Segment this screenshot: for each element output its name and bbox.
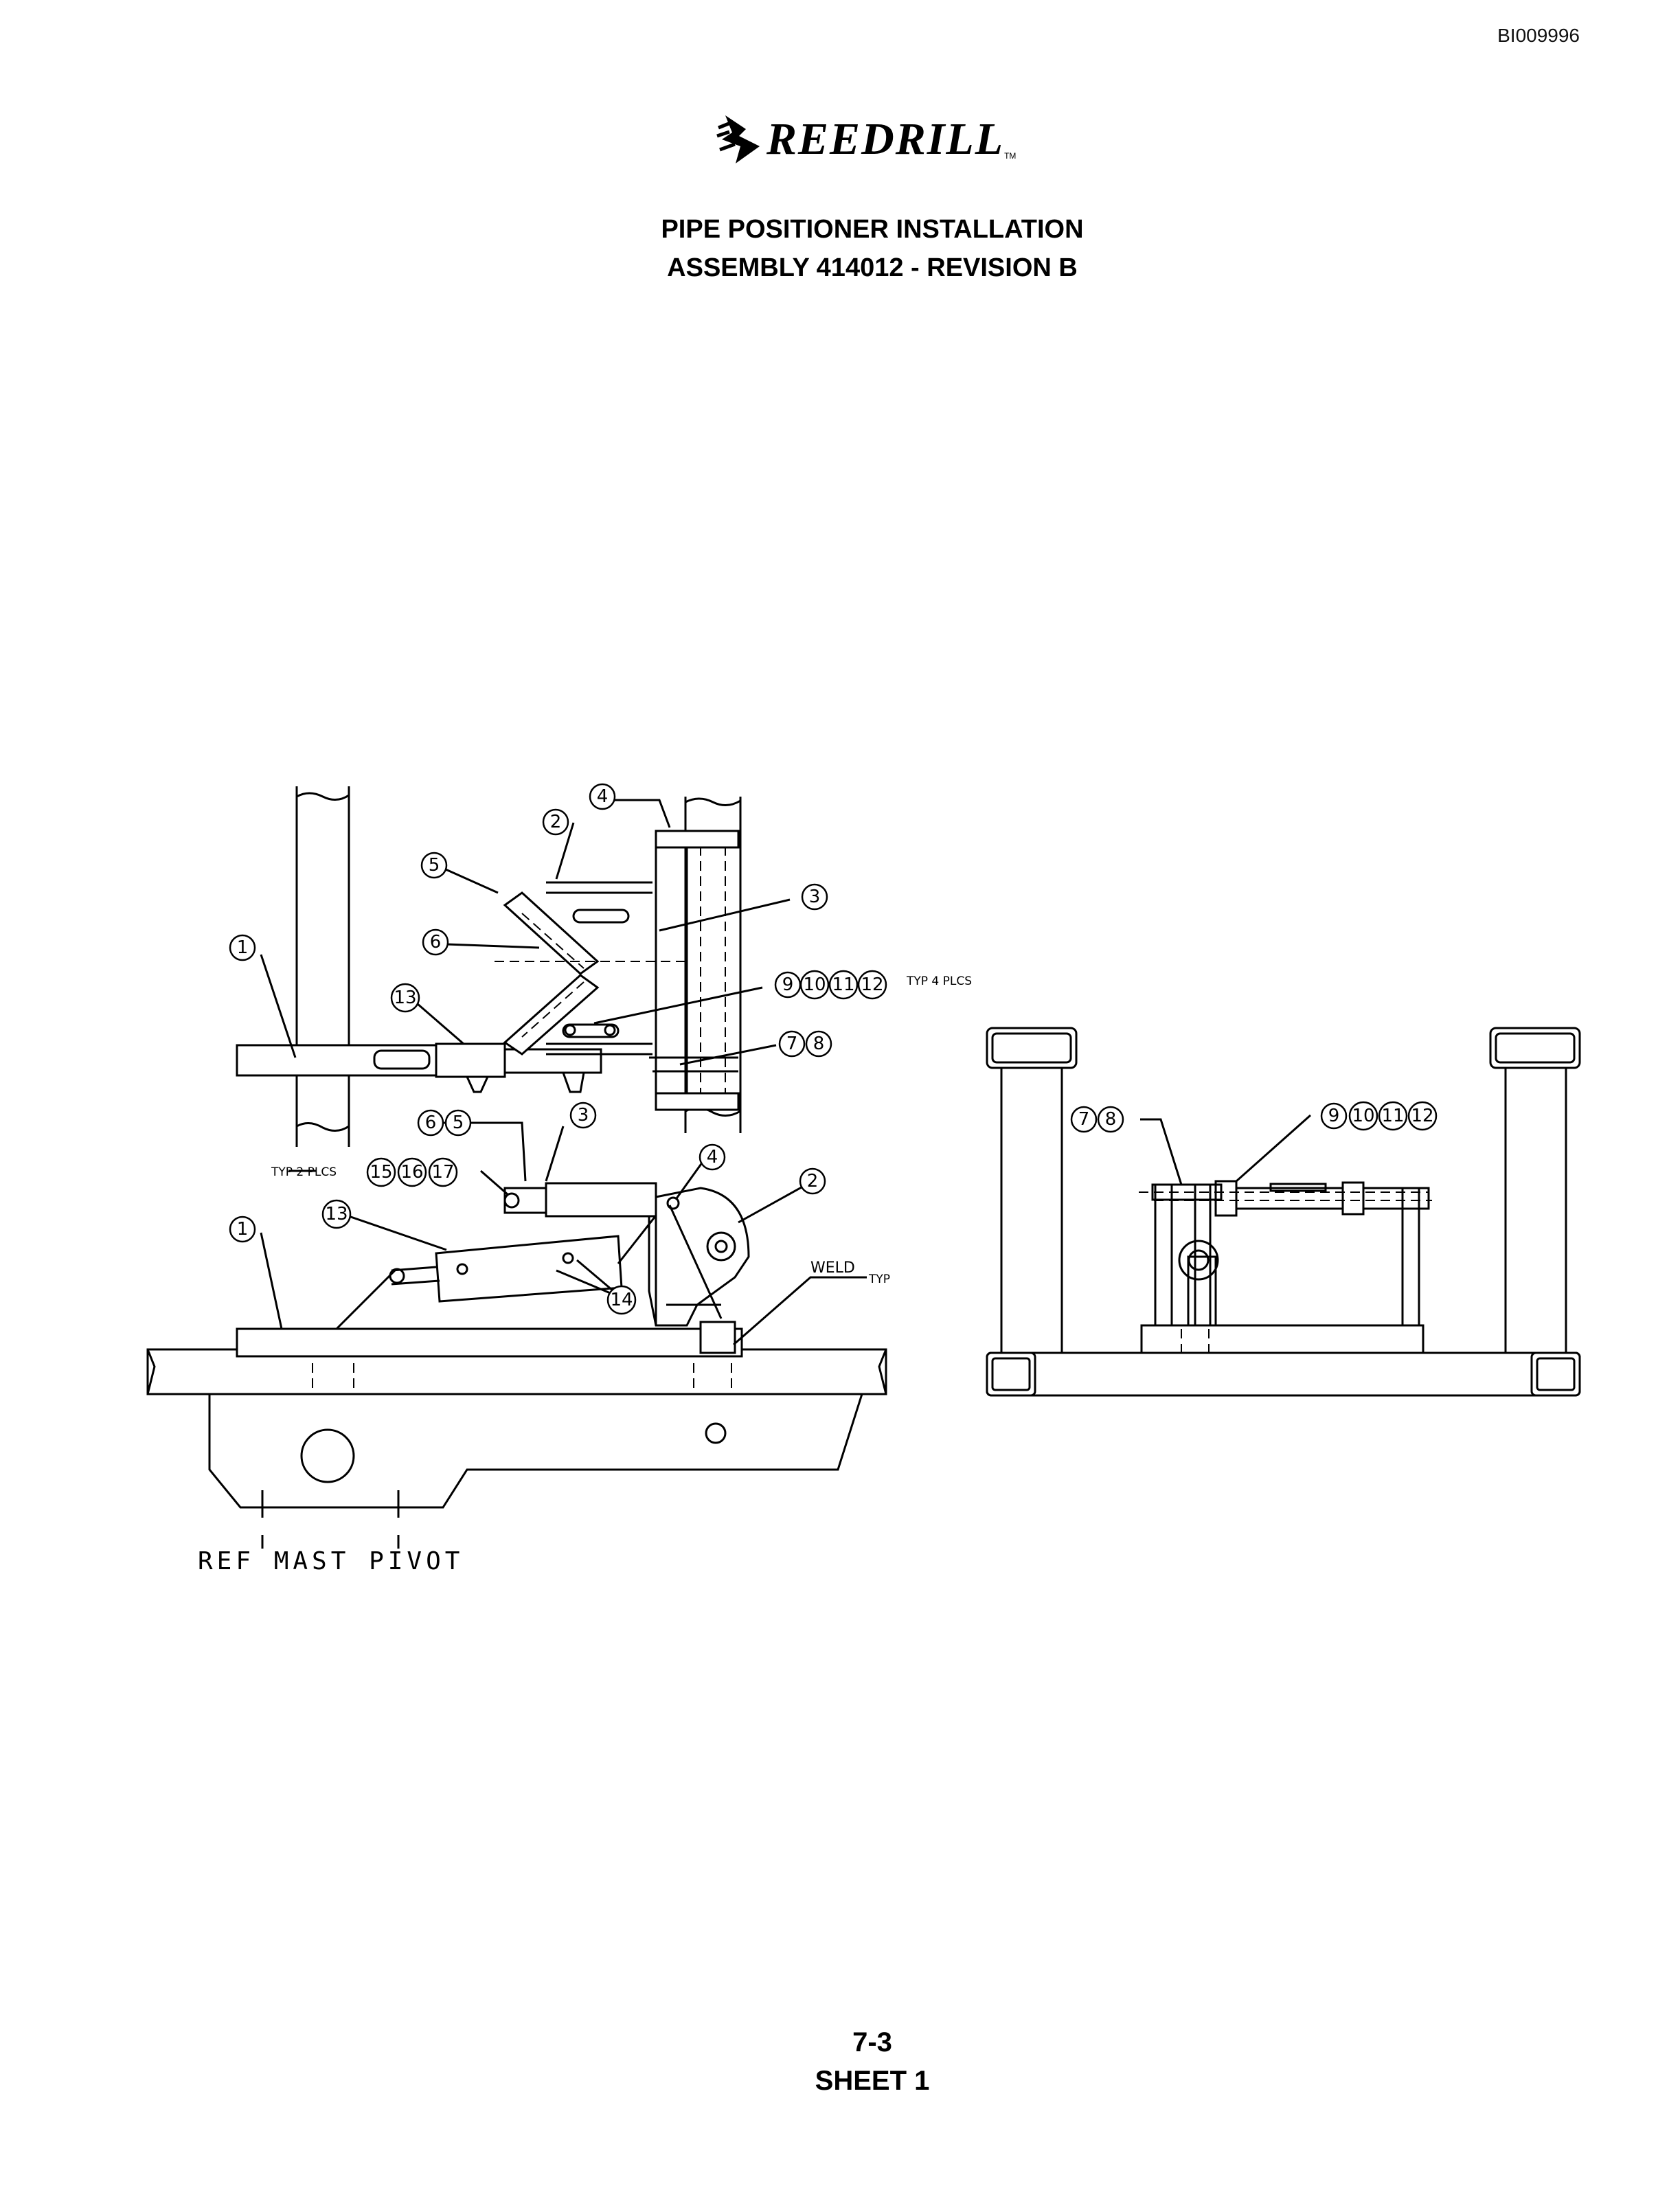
svg-text:5: 5 (429, 855, 440, 876)
svg-text:10: 10 (803, 974, 826, 995)
document-id: BI009996 (1497, 25, 1580, 46)
svg-text:10: 10 (1352, 1106, 1374, 1126)
callout-6-side: 6 (417, 1109, 444, 1137)
page-number: 7-3 (852, 2027, 892, 2057)
callout-3-side: 3 (569, 1102, 597, 1129)
svg-text:5: 5 (453, 1113, 464, 1133)
title-line-1: PIPE POSITIONER INSTALLATION (661, 215, 1084, 244)
typ-2-plcs-note: TYP 2 PLCS (271, 1165, 337, 1179)
svg-text:15: 15 (370, 1162, 392, 1183)
callout-2-top: 2 (542, 808, 569, 836)
callout-10-end: 10 (1348, 1101, 1378, 1131)
typ-4-plcs-note: TYP 4 PLCS (906, 974, 972, 988)
reedrill-logo: REEDRILL TM (712, 109, 1016, 170)
drill-bit-logo-icon (716, 115, 760, 163)
svg-text:11: 11 (1381, 1106, 1404, 1126)
svg-text:3: 3 (578, 1105, 589, 1126)
svg-text:17: 17 (431, 1162, 454, 1183)
svg-text:12: 12 (861, 974, 883, 995)
svg-text:13: 13 (394, 988, 416, 1008)
svg-text:6: 6 (425, 1113, 437, 1133)
svg-text:4: 4 (707, 1147, 718, 1167)
callout-15-side: 15 (366, 1157, 396, 1187)
svg-text:12: 12 (1411, 1106, 1433, 1126)
top-view: 1 2 4 3 5 6 13 9 10 11 12 7 8 TYP 4 PLCS (229, 783, 972, 1147)
svg-text:11: 11 (832, 974, 854, 995)
svg-text:16: 16 (400, 1162, 423, 1183)
callout-13-side: 13 (321, 1199, 352, 1229)
callout-7-top: 7 (778, 1030, 806, 1058)
sheet-number: SHEET 1 (815, 2066, 930, 2096)
callout-1-top: 1 (229, 934, 256, 961)
side-view: 1 13 6 5 3 4 2 15 16 17 14 TYP 2 PLCS WE… (146, 1102, 890, 1575)
callout-17-side: 17 (428, 1157, 458, 1187)
title-line-2: ASSEMBLY 414012 - REVISION B (667, 253, 1078, 282)
svg-text:9: 9 (782, 974, 794, 995)
svg-text:1: 1 (237, 937, 249, 958)
weld-typ-note: TYP (868, 1273, 890, 1286)
svg-text:7: 7 (1078, 1109, 1090, 1130)
callout-13-top: 13 (390, 983, 420, 1013)
callout-8-top: 8 (805, 1030, 832, 1058)
svg-text:8: 8 (1105, 1109, 1117, 1130)
svg-text:2: 2 (550, 812, 562, 832)
logo-trademark: TM (1004, 151, 1017, 161)
callout-16-side: 16 (397, 1157, 427, 1187)
callout-11-end: 11 (1378, 1101, 1408, 1131)
svg-text:2: 2 (807, 1171, 819, 1191)
callout-12-top: 12 (857, 970, 887, 1000)
svg-text:3: 3 (809, 887, 821, 907)
callout-12-end: 12 (1407, 1101, 1438, 1131)
callout-1-side: 1 (229, 1216, 256, 1243)
callout-6-top: 6 (422, 928, 449, 956)
callout-9-top: 9 (774, 971, 802, 999)
svg-text:7: 7 (786, 1034, 798, 1054)
callout-11-top: 11 (828, 970, 859, 1000)
callout-5-top: 5 (420, 852, 448, 879)
callout-2-side: 2 (799, 1167, 826, 1195)
callout-14-side: 14 (606, 1285, 637, 1315)
weld-note: WELD (810, 1259, 855, 1277)
svg-text:9: 9 (1328, 1106, 1340, 1126)
svg-text:4: 4 (597, 786, 609, 807)
end-view: 7 8 9 10 11 12 (986, 1027, 1581, 1397)
callout-9-end: 9 (1320, 1102, 1348, 1130)
page-title: PIPE POSITIONER INSTALLATION ASSEMBLY 41… (0, 210, 1680, 287)
callout-5-side: 5 (444, 1109, 472, 1137)
callout-7-end: 7 (1070, 1106, 1098, 1133)
callout-4-side: 4 (699, 1143, 726, 1171)
svg-text:6: 6 (430, 932, 442, 953)
logo-wordmark: REEDRILL (767, 114, 1005, 164)
svg-text:8: 8 (813, 1034, 825, 1054)
callout-8-end: 8 (1097, 1106, 1124, 1133)
ref-mast-pivot-note: REF MAST PIVOT (198, 1547, 464, 1575)
svg-text:13: 13 (325, 1204, 348, 1224)
svg-text:1: 1 (237, 1219, 249, 1240)
page-footer: 7-3 SHEET 1 (0, 2023, 1680, 2100)
callout-3-top: 3 (801, 883, 828, 911)
callout-4-top: 4 (589, 783, 616, 810)
callout-10-top: 10 (799, 970, 830, 1000)
svg-text:14: 14 (610, 1290, 633, 1310)
